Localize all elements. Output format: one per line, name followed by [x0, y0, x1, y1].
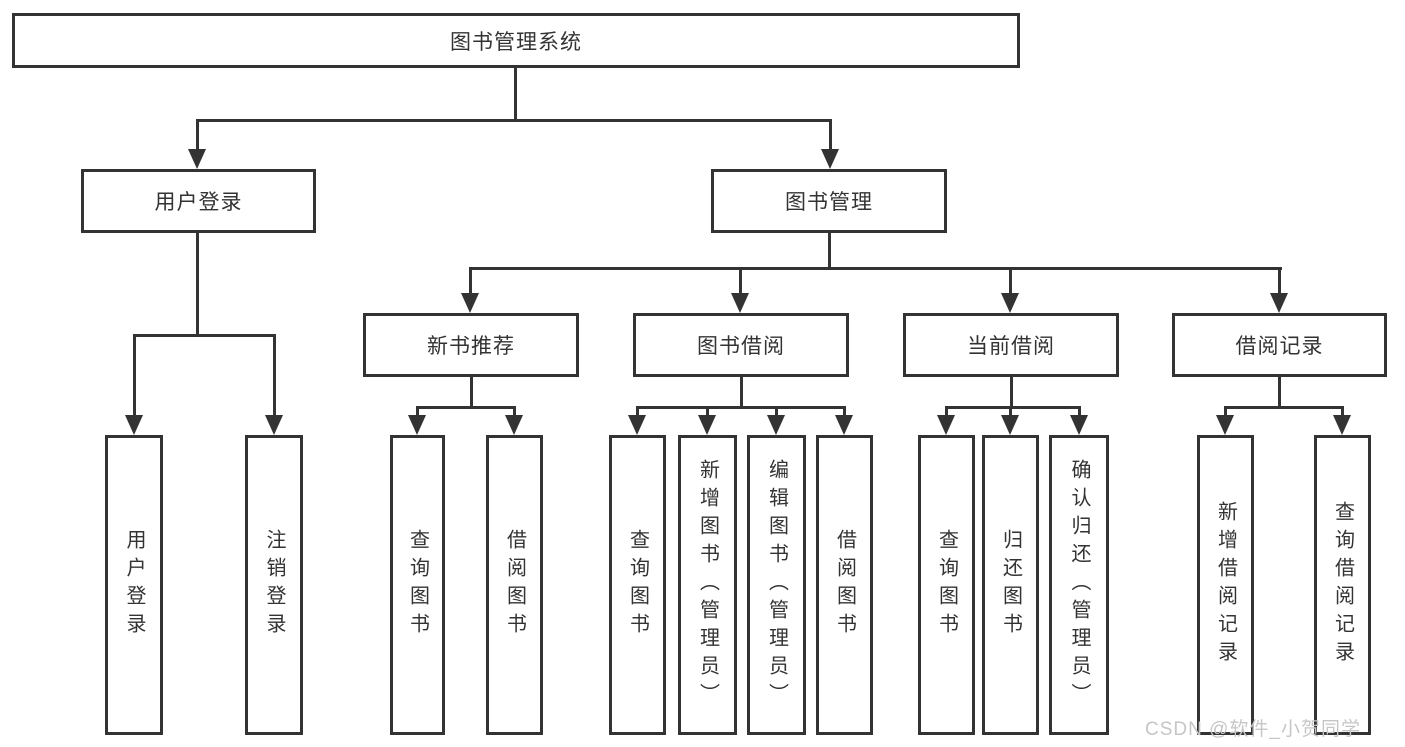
connector-line [196, 233, 199, 336]
arrow-down-icon [505, 415, 523, 435]
leaf-label: 新增图书（管理员） [696, 459, 719, 711]
leaf-label: 归还图书 [999, 529, 1022, 641]
arrow-down-icon [698, 415, 716, 435]
leaf-label: 查询图书 [626, 529, 649, 641]
node-library-management-system: 图书管理系统 [12, 13, 1020, 68]
leaf-edit-books-admin: 编辑图书（管理员） [747, 435, 806, 735]
arrow-down-icon [1070, 415, 1088, 435]
connector-line [740, 377, 743, 408]
arrow-down-icon [821, 149, 839, 169]
leaf-query-books: 查询图书 [609, 435, 666, 735]
leaf-label: 查询图书 [935, 529, 958, 641]
connector-line [636, 406, 639, 418]
connector-line [775, 406, 778, 418]
arrow-down-icon [767, 415, 785, 435]
connector-line [828, 233, 831, 270]
leaf-label: 查询图书 [406, 529, 429, 641]
connector-line [739, 267, 742, 295]
leaf-confirm-return-admin: 确认归还（管理员） [1049, 435, 1109, 735]
arrow-down-icon [731, 293, 749, 313]
node-book-management: 图书管理 [711, 169, 947, 233]
connector-line [469, 267, 1282, 270]
connector-line [1224, 406, 1227, 418]
connector-line [1009, 406, 1012, 418]
connector-line [1341, 406, 1344, 418]
connector-line [706, 406, 709, 418]
node-borrowing-records: 借阅记录 [1172, 313, 1387, 377]
leaf-query-books: 查询图书 [918, 435, 975, 735]
arrow-down-icon [1270, 293, 1288, 313]
connector-line [133, 334, 136, 417]
node-new-book-recommendation: 新书推荐 [363, 313, 579, 377]
arrow-down-icon [188, 149, 206, 169]
connector-line [416, 406, 516, 409]
node-label: 借阅记录 [1235, 335, 1324, 358]
connector-line [636, 406, 846, 409]
leaf-query-borrow-record: 查询借阅记录 [1314, 435, 1371, 735]
leaf-label: 注销登录 [263, 529, 285, 641]
watermark: CSDN @软件_小贺同学 [1145, 719, 1361, 740]
connector-line [469, 267, 472, 295]
arrow-down-icon [461, 293, 479, 313]
arrow-down-icon [1216, 415, 1234, 435]
node-label: 当前借阅 [967, 335, 1055, 358]
node-label: 图书管理 [785, 191, 873, 214]
arrow-down-icon [265, 415, 283, 435]
node-label: 图书管理系统 [450, 30, 582, 54]
connector-line [470, 377, 473, 408]
connector-line [133, 334, 276, 337]
arrow-down-icon [628, 415, 646, 435]
connector-line [196, 119, 832, 122]
leaf-logout: 注销登录 [245, 435, 303, 735]
connector-line [1224, 406, 1344, 409]
arrow-down-icon [1001, 293, 1019, 313]
connector-line [945, 406, 1081, 409]
leaf-label: 借阅图书 [503, 529, 526, 641]
connector-line [513, 406, 516, 418]
arrow-down-icon [1333, 415, 1351, 435]
leaf-return-books: 归还图书 [982, 435, 1039, 735]
leaf-label: 编辑图书（管理员） [765, 459, 788, 711]
node-user-login: 用户登录 [81, 169, 316, 233]
leaf-query-books: 查询图书 [390, 435, 445, 735]
leaf-label: 借阅图书 [833, 529, 856, 641]
connector-line [843, 406, 846, 418]
node-label: 图书借阅 [697, 335, 785, 358]
connector-line [416, 406, 419, 418]
leaf-label: 新增借阅记录 [1214, 501, 1237, 669]
node-current-borrowing: 当前借阅 [903, 313, 1119, 377]
leaf-add-borrow-record: 新增借阅记录 [1197, 435, 1254, 735]
connector-line [1078, 406, 1081, 418]
connector-line [196, 119, 199, 153]
leaf-user-login: 用户登录 [105, 435, 163, 735]
node-book-borrowing: 图书借阅 [633, 313, 849, 377]
connector-line [514, 68, 517, 120]
connector-line [1278, 377, 1281, 408]
connector-line [1278, 267, 1281, 295]
node-label: 用户登录 [154, 191, 243, 214]
leaf-borrow-books: 借阅图书 [816, 435, 873, 735]
node-label: 新书推荐 [427, 335, 515, 358]
arrow-down-icon [125, 415, 143, 435]
connector-line [945, 406, 948, 418]
arrow-down-icon [937, 415, 955, 435]
arrow-down-icon [1001, 415, 1019, 435]
connector-line [829, 119, 832, 153]
arrow-down-icon [408, 415, 426, 435]
connector-line [273, 334, 276, 417]
connector-line [1009, 267, 1012, 295]
leaf-add-books-admin: 新增图书（管理员） [678, 435, 737, 735]
connector-line [1010, 377, 1013, 408]
leaf-label: 用户登录 [123, 529, 145, 641]
leaf-borrow-books: 借阅图书 [486, 435, 543, 735]
arrow-down-icon [835, 415, 853, 435]
leaf-label: 查询借阅记录 [1331, 501, 1354, 669]
leaf-label: 确认归还（管理员） [1068, 459, 1090, 711]
